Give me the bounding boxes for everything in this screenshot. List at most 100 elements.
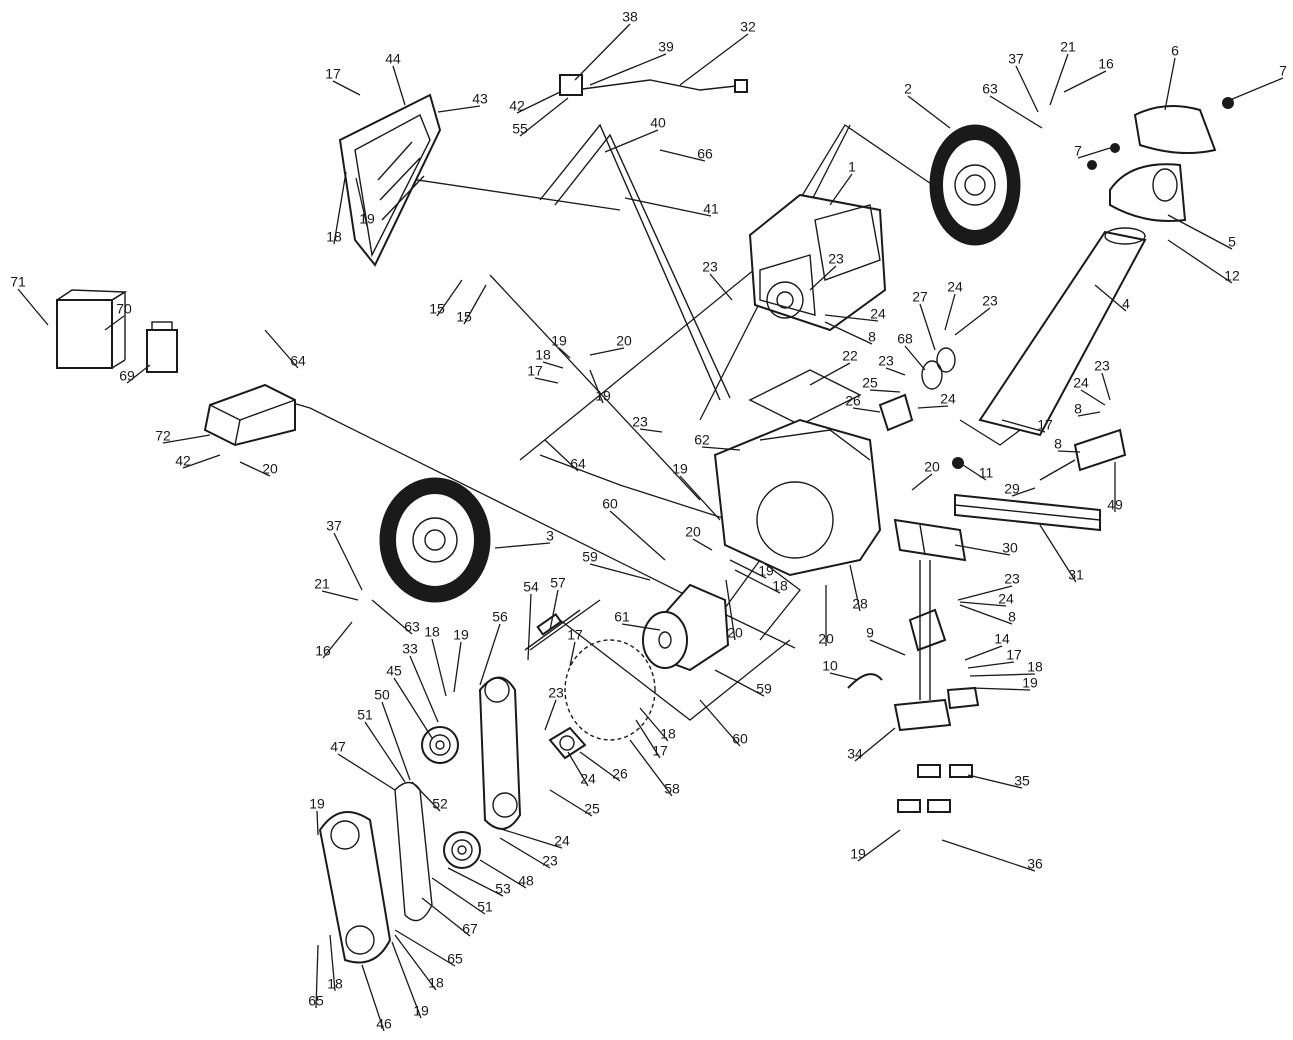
callout-label: 54 — [523, 579, 539, 595]
callout-leader — [329, 934, 336, 992]
callout-label: 30 — [1002, 540, 1018, 556]
callout-leader — [1015, 65, 1039, 113]
callout-label: 19 — [551, 333, 567, 349]
callout-leader — [542, 361, 564, 369]
callout-leader — [549, 589, 559, 631]
callout-leader — [699, 699, 741, 747]
callout-label: 65 — [447, 951, 463, 967]
outer-guard — [318, 811, 392, 964]
callout-label: 24 — [947, 279, 963, 295]
callout-label: 60 — [602, 496, 618, 512]
gear-housing — [713, 418, 882, 577]
callout-label: 59 — [582, 549, 598, 565]
callout-leader — [957, 585, 1013, 601]
callout-label: 37 — [326, 518, 342, 534]
callout-leader — [411, 781, 441, 812]
bearing-flange — [878, 347, 956, 432]
callout-leader — [679, 475, 721, 521]
callout-leader — [544, 699, 557, 731]
callout-label: 26 — [845, 393, 861, 409]
callout-label: 37 — [1008, 51, 1024, 67]
callout-leader — [499, 837, 551, 869]
discharge-chute — [978, 227, 1147, 437]
callout-leader — [431, 877, 486, 915]
callout-leader — [954, 544, 1011, 556]
callout-label: 14 — [994, 631, 1010, 647]
callout-label: 33 — [402, 641, 418, 657]
callout-label: 18 — [428, 975, 444, 991]
callout-label: 68 — [897, 331, 913, 347]
callout-label: 24 — [554, 833, 570, 849]
callout-leader — [971, 687, 1031, 691]
callout-label: 64 — [570, 456, 586, 472]
callout-leader — [919, 303, 936, 351]
knob-11 — [952, 457, 964, 469]
callout-label: 24 — [1073, 375, 1089, 391]
callout-label: 65 — [308, 993, 324, 1009]
callout-leader — [824, 321, 873, 345]
engine-plate — [748, 369, 862, 426]
callout-leader — [381, 701, 411, 781]
callout-leader — [849, 564, 861, 612]
callout-leader — [579, 751, 621, 782]
callout-label: 66 — [697, 146, 713, 162]
callout-label: 64 — [290, 353, 306, 369]
callout-leader — [609, 510, 666, 561]
callout-leader — [437, 105, 481, 113]
callout-leader — [589, 347, 625, 356]
callout-label: 20 — [616, 333, 632, 349]
drive-shaft — [524, 609, 581, 651]
callout-label: 6 — [1171, 43, 1179, 59]
callout-leader — [1001, 419, 1046, 433]
callout-leader — [701, 446, 741, 451]
callout-label: 19 — [758, 563, 774, 579]
callout-label: 23 — [542, 853, 558, 869]
callout-label: 16 — [1098, 56, 1114, 72]
battery-bracket — [203, 383, 296, 447]
callout-label: 50 — [374, 687, 390, 703]
callout-leader — [941, 839, 1036, 872]
callout-leader — [967, 774, 1023, 789]
callout-leader — [1011, 487, 1036, 497]
callout-label: 20 — [685, 524, 701, 540]
callout-label: 4 — [1122, 296, 1130, 312]
callout-leader — [394, 934, 437, 991]
callout-label: 19 — [672, 461, 688, 477]
callout-label: 25 — [584, 801, 600, 817]
callout-label: 42 — [175, 453, 191, 469]
callout-label: 48 — [518, 873, 534, 889]
callout-leader — [264, 329, 299, 369]
callout-leader — [1057, 450, 1081, 453]
callout-label: 27 — [912, 289, 928, 305]
callout-label: 12 — [1224, 268, 1240, 284]
callout-leader — [1229, 77, 1284, 101]
callout-label: 21 — [314, 576, 330, 592]
callout-leader — [17, 288, 49, 326]
callout-leader — [911, 473, 933, 491]
callout-leader — [549, 789, 593, 817]
tow-tongue — [954, 493, 1101, 532]
jack-leg — [893, 560, 980, 732]
callout-label: 19 — [413, 1003, 429, 1019]
callout-leader — [1077, 147, 1111, 159]
callout-leader — [857, 829, 901, 862]
callout-leader — [869, 389, 901, 393]
callout-label: 70 — [116, 301, 132, 317]
callout-leader — [364, 721, 406, 783]
callout-leader — [959, 604, 1013, 625]
callout-leader — [1039, 524, 1077, 583]
callout-label: 21 — [1060, 39, 1076, 55]
bearing-unit — [548, 726, 587, 760]
battery-spare — [146, 321, 178, 373]
callout-label: 1 — [848, 159, 856, 175]
callout-label: 69 — [119, 368, 135, 384]
callout-leader — [371, 599, 413, 635]
callout-label: 7 — [1279, 63, 1287, 79]
callout-leader — [604, 129, 659, 153]
tongue-clamp — [893, 518, 967, 562]
callout-label: 45 — [386, 663, 402, 679]
callout-label: 8 — [868, 329, 876, 345]
callout-label: 22 — [842, 348, 858, 364]
callout-leader — [679, 33, 749, 86]
